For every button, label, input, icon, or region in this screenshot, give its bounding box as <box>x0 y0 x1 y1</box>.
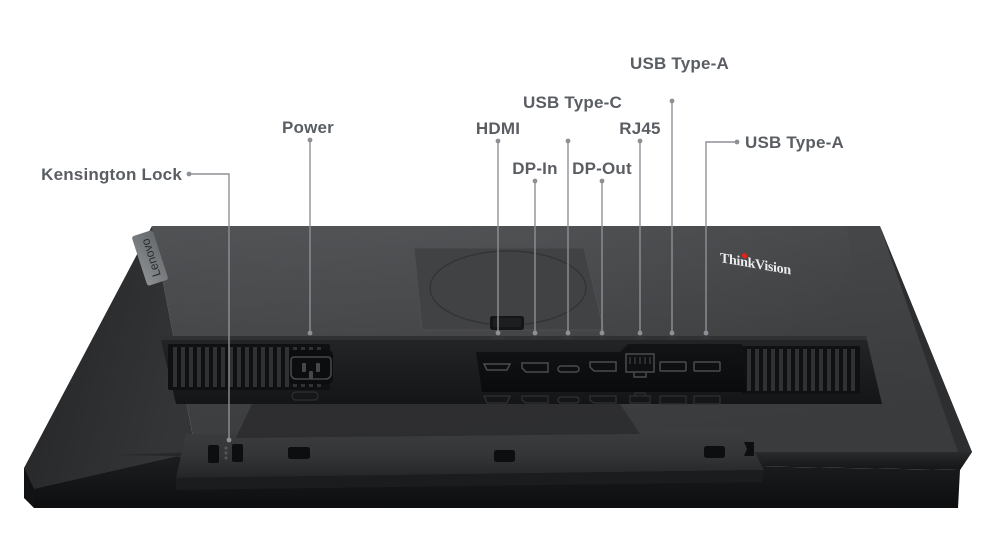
stand-bar-front <box>176 470 764 490</box>
leader-dp-in <box>532 178 538 336</box>
leader-power <box>307 137 313 336</box>
leader-hdmi <box>495 138 501 336</box>
leader-kensington-lock <box>186 171 232 443</box>
usb-c-icon <box>557 396 580 404</box>
port-usb-a-2 <box>693 361 721 372</box>
callout-label-usb-type-a-right[interactable]: USB Type-A <box>745 133 844 152</box>
monitor-neck-shadow <box>236 404 640 438</box>
svg-text:USB-C: USB-C <box>562 335 575 340</box>
callout-label-rj45[interactable]: RJ45 <box>619 119 661 138</box>
port-silkscreen-text: HDMI DP USB-C DP LAN USB USB <box>493 335 711 340</box>
leader-rj45 <box>637 138 643 336</box>
stand-bar <box>176 428 764 478</box>
port-icon-row <box>483 392 721 405</box>
base-slot-2 <box>494 450 515 462</box>
port-usb-a-1 <box>659 361 687 372</box>
port-group <box>482 353 721 378</box>
callout-label-kensington-lock[interactable]: Kensington Lock <box>41 165 182 184</box>
monitor-left-bezel <box>24 226 196 489</box>
svg-text:DP: DP <box>532 335 538 340</box>
monitor-body: HDMI DP USB-C DP LAN USB USB <box>24 226 972 508</box>
callout-label-power[interactable]: Power <box>281 118 335 137</box>
monitor-right-bezel <box>880 226 972 470</box>
port-rj45 <box>625 353 655 378</box>
svg-text:LAN: LAN <box>636 335 644 340</box>
vesa-plate <box>413 247 605 331</box>
callout-label-dp-in[interactable]: DP-In <box>512 159 558 178</box>
usb-a-2-icon <box>693 395 721 405</box>
callout-label-usb-type-a-upper[interactable]: USB Type-A <box>630 54 729 73</box>
port-dp-in <box>521 362 549 373</box>
svg-text:USB: USB <box>702 335 711 340</box>
io-housing-top-highlight <box>160 336 867 340</box>
leader-usb-type-a-right <box>703 139 740 336</box>
port-well <box>476 344 746 392</box>
base-tab <box>744 442 754 456</box>
kensington-slots <box>208 444 243 463</box>
svg-text:USB: USB <box>668 335 677 340</box>
vent-right <box>742 346 860 394</box>
port-dp-out <box>589 361 617 372</box>
svg-text:DP: DP <box>599 335 605 340</box>
leader-dp-out <box>599 178 605 336</box>
port-hdmi <box>482 363 512 371</box>
callout-label-dp-out[interactable]: DP-Out <box>572 159 632 178</box>
port-usb-c <box>557 365 580 373</box>
svg-text:HDMI: HDMI <box>493 335 503 340</box>
dp-out-icon <box>589 395 617 404</box>
power-inlet <box>289 350 333 401</box>
callout-leaders <box>186 98 740 443</box>
thinkvision-logo-accent <box>741 253 748 259</box>
hdmi-icon <box>483 395 511 404</box>
callout-label-hdmi[interactable]: HDMI <box>475 119 521 138</box>
rj45-icon <box>629 392 651 404</box>
callout-label-usb-type-c[interactable]: USB Type-C <box>523 93 622 112</box>
monitor-left-bezel-lower <box>24 468 34 508</box>
dp-in-icon <box>521 395 549 404</box>
leader-usb-type-c <box>565 138 571 336</box>
leader-usb-type-a-upper <box>669 98 675 336</box>
usb-a-1-icon <box>659 395 687 405</box>
base-slot-1 <box>288 447 310 459</box>
base-slot-3 <box>704 446 725 458</box>
